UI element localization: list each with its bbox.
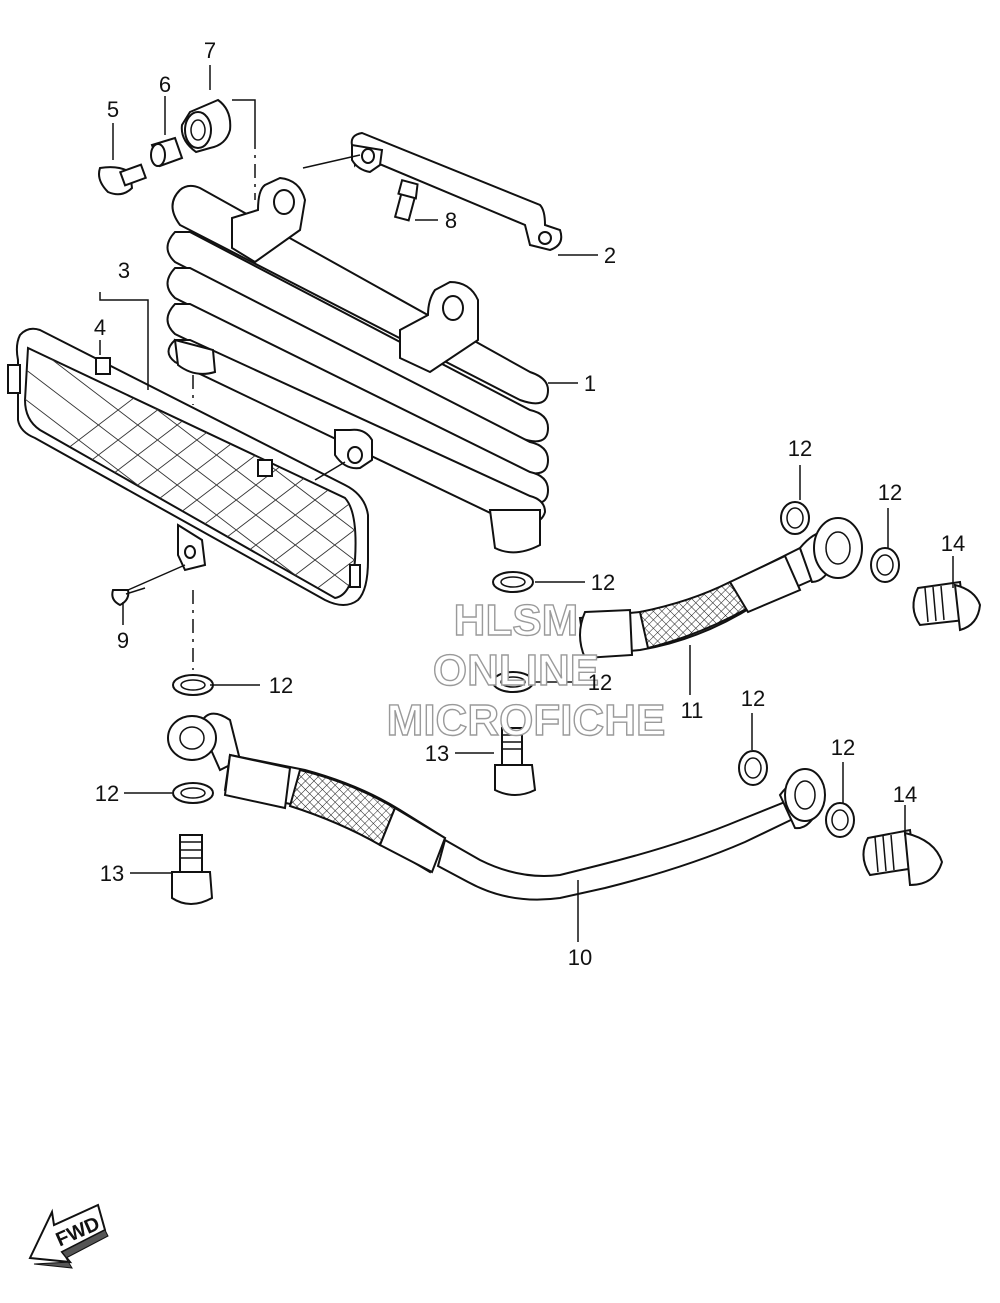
callout-11: 11	[681, 698, 704, 723]
callout-13-b: 13	[100, 861, 124, 886]
cooler-bracket	[350, 131, 563, 252]
callout-5: 5	[107, 97, 119, 122]
washer-7	[738, 750, 768, 786]
washer-3	[492, 571, 534, 593]
callout-12-c: 12	[591, 570, 615, 595]
callout-labels: 1 2 3 4 5 6 7 8 9 10 11 12 12 12 12 12 1…	[94, 38, 965, 970]
washer-6	[172, 782, 214, 804]
callout-12-b: 12	[878, 480, 902, 505]
callout-14-b: 14	[893, 782, 917, 807]
callout-12-f: 12	[95, 781, 119, 806]
callout-12-h: 12	[831, 735, 855, 760]
washer-2	[870, 547, 900, 583]
callout-4: 4	[94, 315, 106, 340]
washer-8	[825, 802, 855, 838]
collar-part-6	[150, 136, 184, 168]
washer-group	[172, 501, 900, 838]
callout-13-a: 13	[425, 741, 449, 766]
watermark: HLSM ONLINE MICROFICHE	[386, 595, 666, 745]
forward-arrow-icon: FWD	[28, 1203, 109, 1269]
callout-8: 8	[445, 208, 457, 233]
screw-part-9	[111, 587, 146, 607]
union-bolt-13-lower	[171, 834, 214, 905]
leader-lines	[99, 65, 954, 942]
callout-12-e: 12	[269, 673, 293, 698]
washer-5	[172, 674, 214, 696]
washer-1	[780, 501, 810, 535]
callout-12-g: 12	[741, 686, 765, 711]
union-bolt-14-upper	[912, 580, 982, 632]
callout-7: 7	[204, 38, 216, 63]
callout-14-a: 14	[941, 531, 965, 556]
callout-2: 2	[604, 243, 616, 268]
oil-hose-lower	[167, 712, 826, 901]
washer-4	[492, 671, 534, 693]
union-bolt-14-lower	[862, 828, 944, 887]
callout-6: 6	[159, 72, 171, 97]
callout-12-a: 12	[788, 436, 812, 461]
watermark-line-1: HLSM	[454, 596, 579, 645]
bolt-part-8	[393, 178, 419, 222]
grommet-part-7	[180, 98, 232, 154]
callout-3: 3	[118, 258, 130, 283]
watermark-line-2: ONLINE	[433, 646, 599, 695]
callout-9: 9	[117, 628, 129, 653]
watermark-line-3: MICROFICHE	[387, 696, 666, 745]
oil-cooler	[166, 176, 550, 554]
callout-12-d: 12	[588, 670, 612, 695]
oil-hose-upper	[578, 517, 863, 660]
callout-10: 10	[568, 945, 592, 970]
union-bolt-13-upper	[494, 727, 537, 796]
bolt-part-5	[98, 163, 148, 196]
callout-1: 1	[584, 371, 596, 396]
